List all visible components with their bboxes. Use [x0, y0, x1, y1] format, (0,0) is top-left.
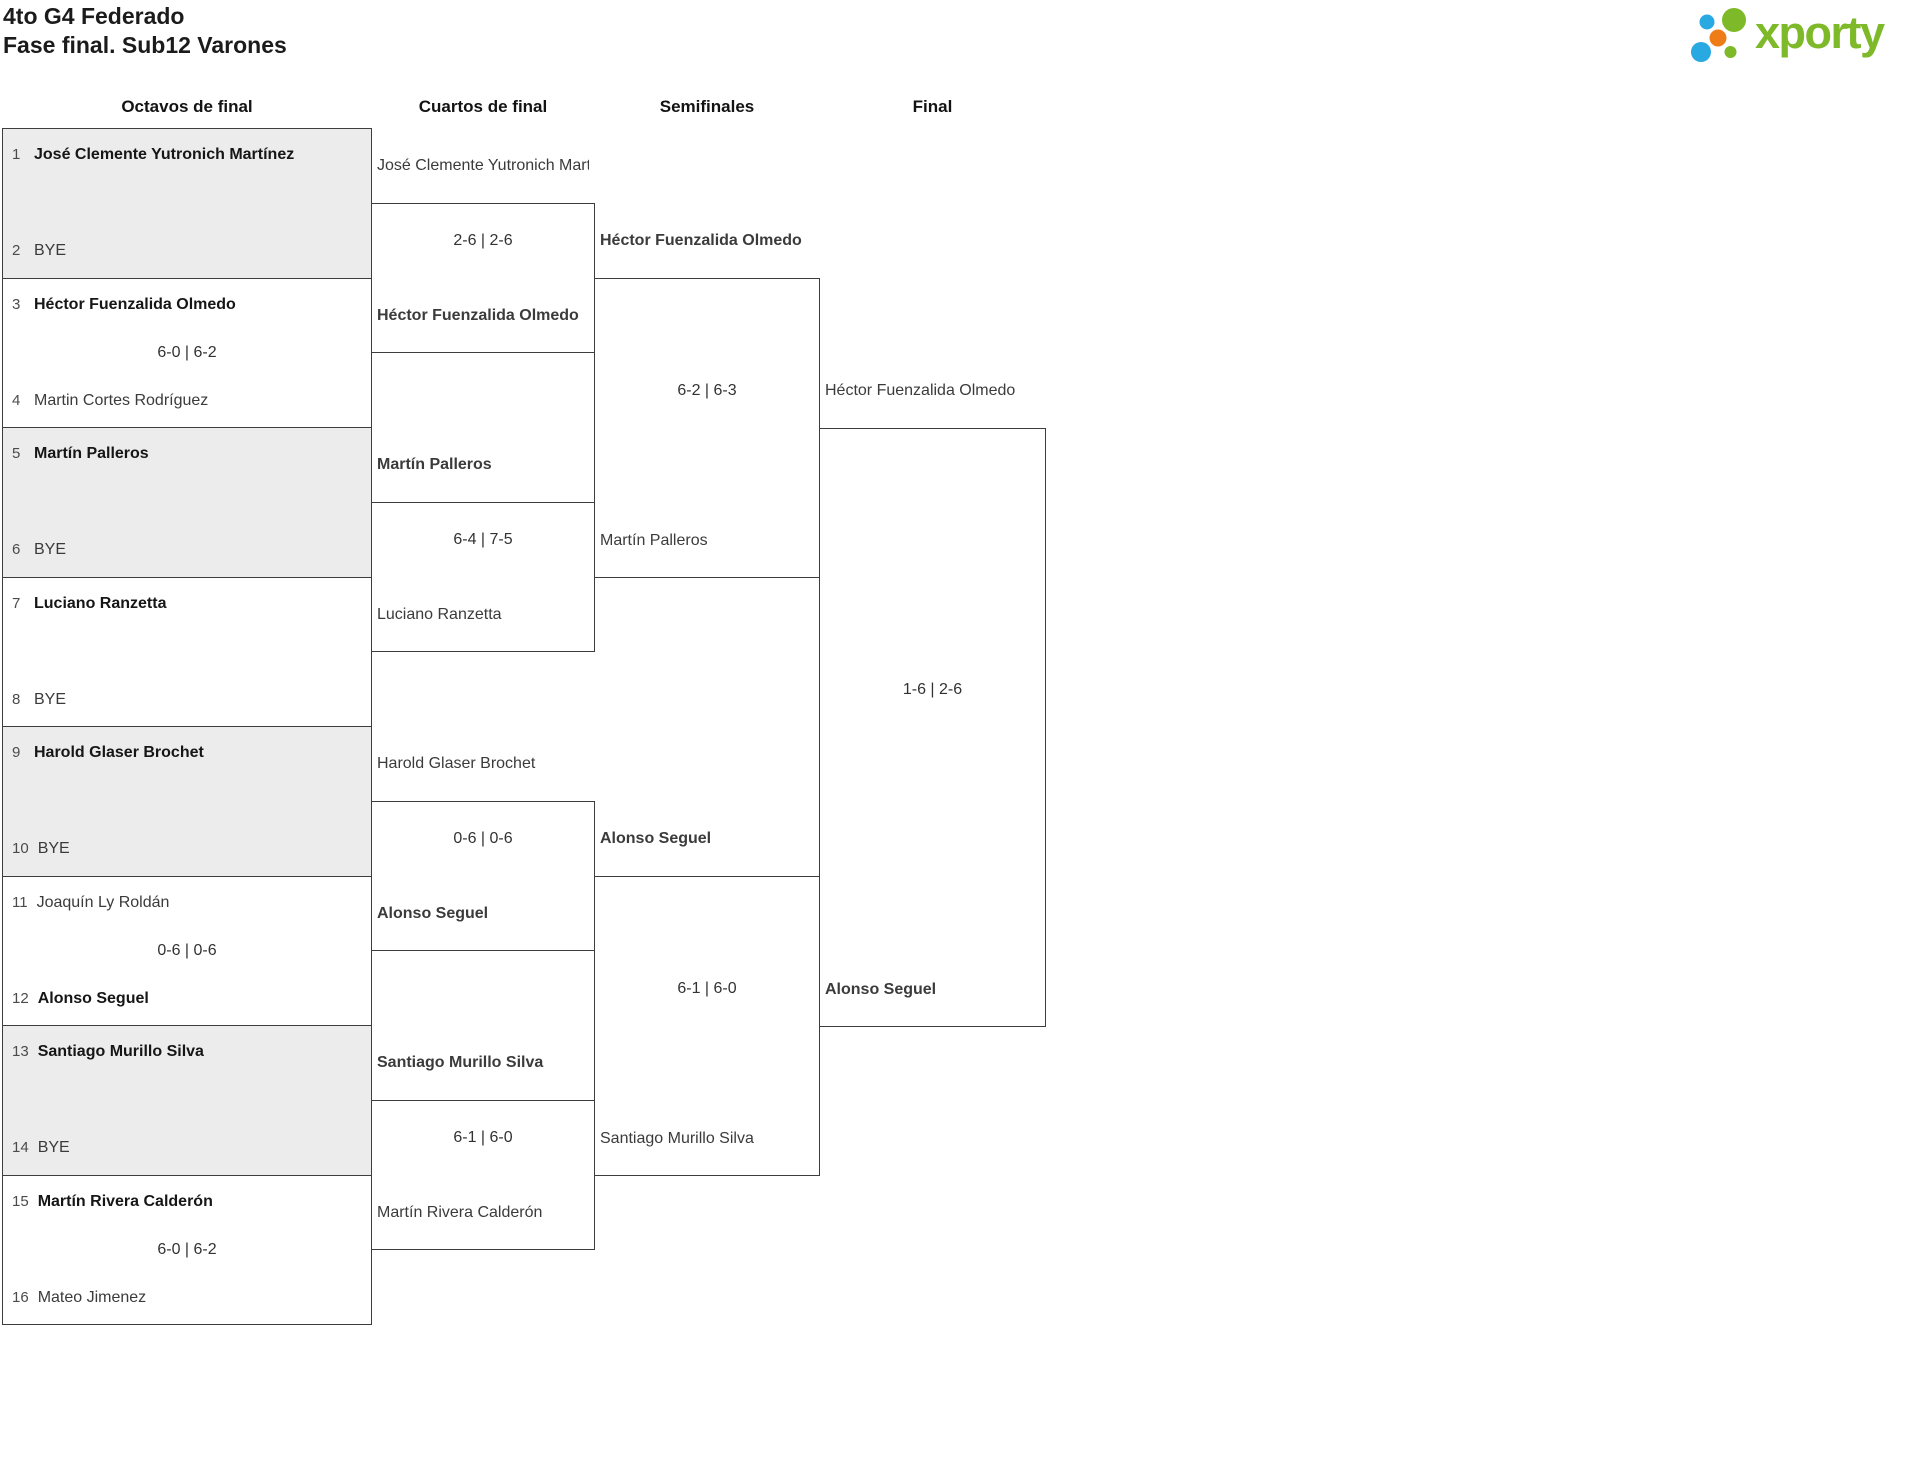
seed: 2: [12, 242, 21, 259]
seed: 16: [12, 1288, 29, 1306]
player-slot: 1 José Clemente Yutronich Martínez: [12, 145, 366, 165]
player-slot: 10 BYE: [12, 839, 366, 859]
octavos-match-1: 1 José Clemente Yutronich Martínez 2 BYE: [2, 128, 372, 279]
player-name: Héctor Fuenzalida Olmedo: [34, 295, 236, 313]
player-name: BYE: [37, 1139, 70, 1156]
player-name: Alonso Seguel: [825, 980, 937, 998]
player-name: Joaquín Ly Roldán: [36, 893, 170, 911]
match-score: 6-1 | 6-0: [453, 1129, 513, 1146]
player-name: Mateo Jimenez: [37, 1288, 147, 1306]
round-header-cuartos: Cuartos de final: [418, 97, 548, 116]
player-name: Martín Rivera Calderón: [377, 1204, 543, 1222]
player-name: Alonso Seguel: [37, 989, 149, 1007]
player-name: Martin Cortes Rodríguez: [34, 391, 209, 409]
match-score: 0-6 | 0-6: [157, 941, 217, 959]
player-name: Martín Palleros: [600, 532, 708, 549]
player-slot: 9 Harold Glaser Brochet: [12, 743, 366, 763]
player-slot: 13 Santiago Murillo Silva: [12, 1042, 366, 1062]
final-box: [819, 427, 1046, 1027]
seed: 12: [12, 989, 29, 1007]
match-score: 6-4 | 7-5: [453, 531, 513, 548]
round-header-semifinales: Semifinales: [659, 97, 755, 116]
cuartos-match-4-box: [371, 1099, 595, 1251]
player-name: Harold Glaser Brochet: [34, 744, 204, 761]
match-score: 6-1 | 6-0: [677, 980, 737, 997]
cuartos-match-1-box: [371, 202, 595, 354]
player-slot: 12 Alonso Seguel: [12, 989, 366, 1009]
cuartos-match-3-box: [371, 800, 595, 952]
match-score: 6-2 | 6-3: [677, 382, 737, 399]
tournament-title-line1: 4to G4 Federado: [3, 3, 185, 29]
seed: 14: [12, 1139, 29, 1156]
octavos-match-2: 3 Héctor Fuenzalida Olmedo 6-0 | 6-2 4 Mar…: [2, 277, 372, 428]
player-name: Luciano Ranzetta: [34, 594, 167, 612]
seed: 9: [12, 744, 21, 761]
cuartos-match-2-box: [371, 501, 595, 653]
player-name: Santiago Murillo Silva: [377, 1053, 544, 1071]
player-name: Héctor Fuenzalida Olmedo: [825, 381, 1016, 399]
octavos-match-7: 13 Santiago Murillo Silva 14 BYE: [2, 1025, 372, 1176]
player-name: Martín Palleros: [34, 445, 149, 462]
match-score: 0-6 | 0-6: [453, 830, 513, 847]
seed: 1: [12, 146, 21, 163]
player-name: José Clemente Yutronich Martínez: [34, 146, 295, 163]
seed: 13: [12, 1043, 29, 1060]
match-score: 1-6 | 2-6: [902, 681, 963, 698]
octavos-match-4: 7 Luciano Ranzetta 8 BYE: [2, 576, 372, 727]
seed: 11: [12, 893, 28, 911]
player-slot: 5 Martín Palleros: [12, 444, 366, 464]
player-name: Alonso Seguel: [600, 830, 712, 847]
octavos-match-3: 5 Martín Palleros 6 BYE: [2, 427, 372, 578]
player-slot: 2 BYE: [12, 241, 366, 261]
player-name: Héctor Fuenzalida Olmedo: [600, 232, 802, 249]
player-name: Martín Rivera Calderón: [37, 1192, 213, 1210]
seed: 5: [12, 445, 21, 462]
player-slot: 8 BYE: [12, 690, 366, 710]
player-name: Héctor Fuenzalida Olmedo: [377, 307, 579, 325]
xporty-logo[interactable]: xporty: [1689, 4, 1885, 62]
match-score: 6-0 | 6-2: [157, 1240, 217, 1258]
player-slot: 14 BYE: [12, 1138, 366, 1158]
round-header-final: Final: [912, 97, 953, 116]
player-name: Martín Palleros: [377, 455, 492, 473]
player-name: Alonso Seguel: [377, 905, 489, 923]
logo-wordmark: xporty: [1755, 7, 1885, 58]
player-name: Luciano Ranzetta: [377, 606, 502, 624]
seed: 4: [12, 391, 21, 409]
octavos-match-8: 15 Martín Rivera Calderón 6-0 | 6-2 16 Mat…: [2, 1174, 372, 1325]
octavos-match-5: 9 Harold Glaser Brochet 10 BYE: [2, 726, 372, 877]
player-slot: 11 Joaquín Ly Roldán: [12, 893, 366, 913]
tournament-title-line2: Fase final. Sub12 Varones: [3, 32, 287, 58]
player-name: BYE: [34, 690, 67, 708]
seed: 10: [12, 840, 29, 857]
seed: 3: [12, 295, 21, 313]
player-name: BYE: [34, 242, 67, 259]
seed: 7: [12, 594, 21, 612]
player-name: José Clemente Yutronich Martínez: [377, 156, 589, 174]
player-slot: 4 Martin Cortes Rodríguez: [12, 391, 366, 411]
player-slot: 7 Luciano Ranzetta: [12, 594, 366, 614]
player-name: Santiago Murillo Silva: [37, 1043, 204, 1060]
player-name: Harold Glaser Brochet: [377, 754, 536, 772]
seed: 15: [12, 1192, 29, 1210]
player-name: BYE: [34, 541, 67, 558]
player-slot: 16 Mateo Jimenez: [12, 1288, 366, 1308]
tournament-title: 4to G4 Federado Fase final. Sub12 Varone…: [3, 2, 287, 60]
seed: 8: [12, 690, 21, 708]
player-name: Santiago Murillo Silva: [600, 1130, 754, 1147]
logo-dots-icon: [1691, 7, 1746, 62]
player-name: BYE: [37, 840, 70, 857]
match-score: 6-0 | 6-2: [157, 343, 217, 361]
player-slot: 6 BYE: [12, 540, 366, 560]
player-slot: 15 Martín Rivera Calderón: [12, 1192, 366, 1212]
player-slot: 3 Héctor Fuenzalida Olmedo: [12, 295, 366, 315]
match-score: 2-6 | 2-6: [453, 232, 513, 249]
seed: 6: [12, 541, 21, 558]
octavos-match-6: 11 Joaquín Ly Roldán 0-6 | 0-6 12 Alonso S…: [2, 875, 372, 1026]
round-header-octavos: Octavos de final: [121, 97, 253, 116]
